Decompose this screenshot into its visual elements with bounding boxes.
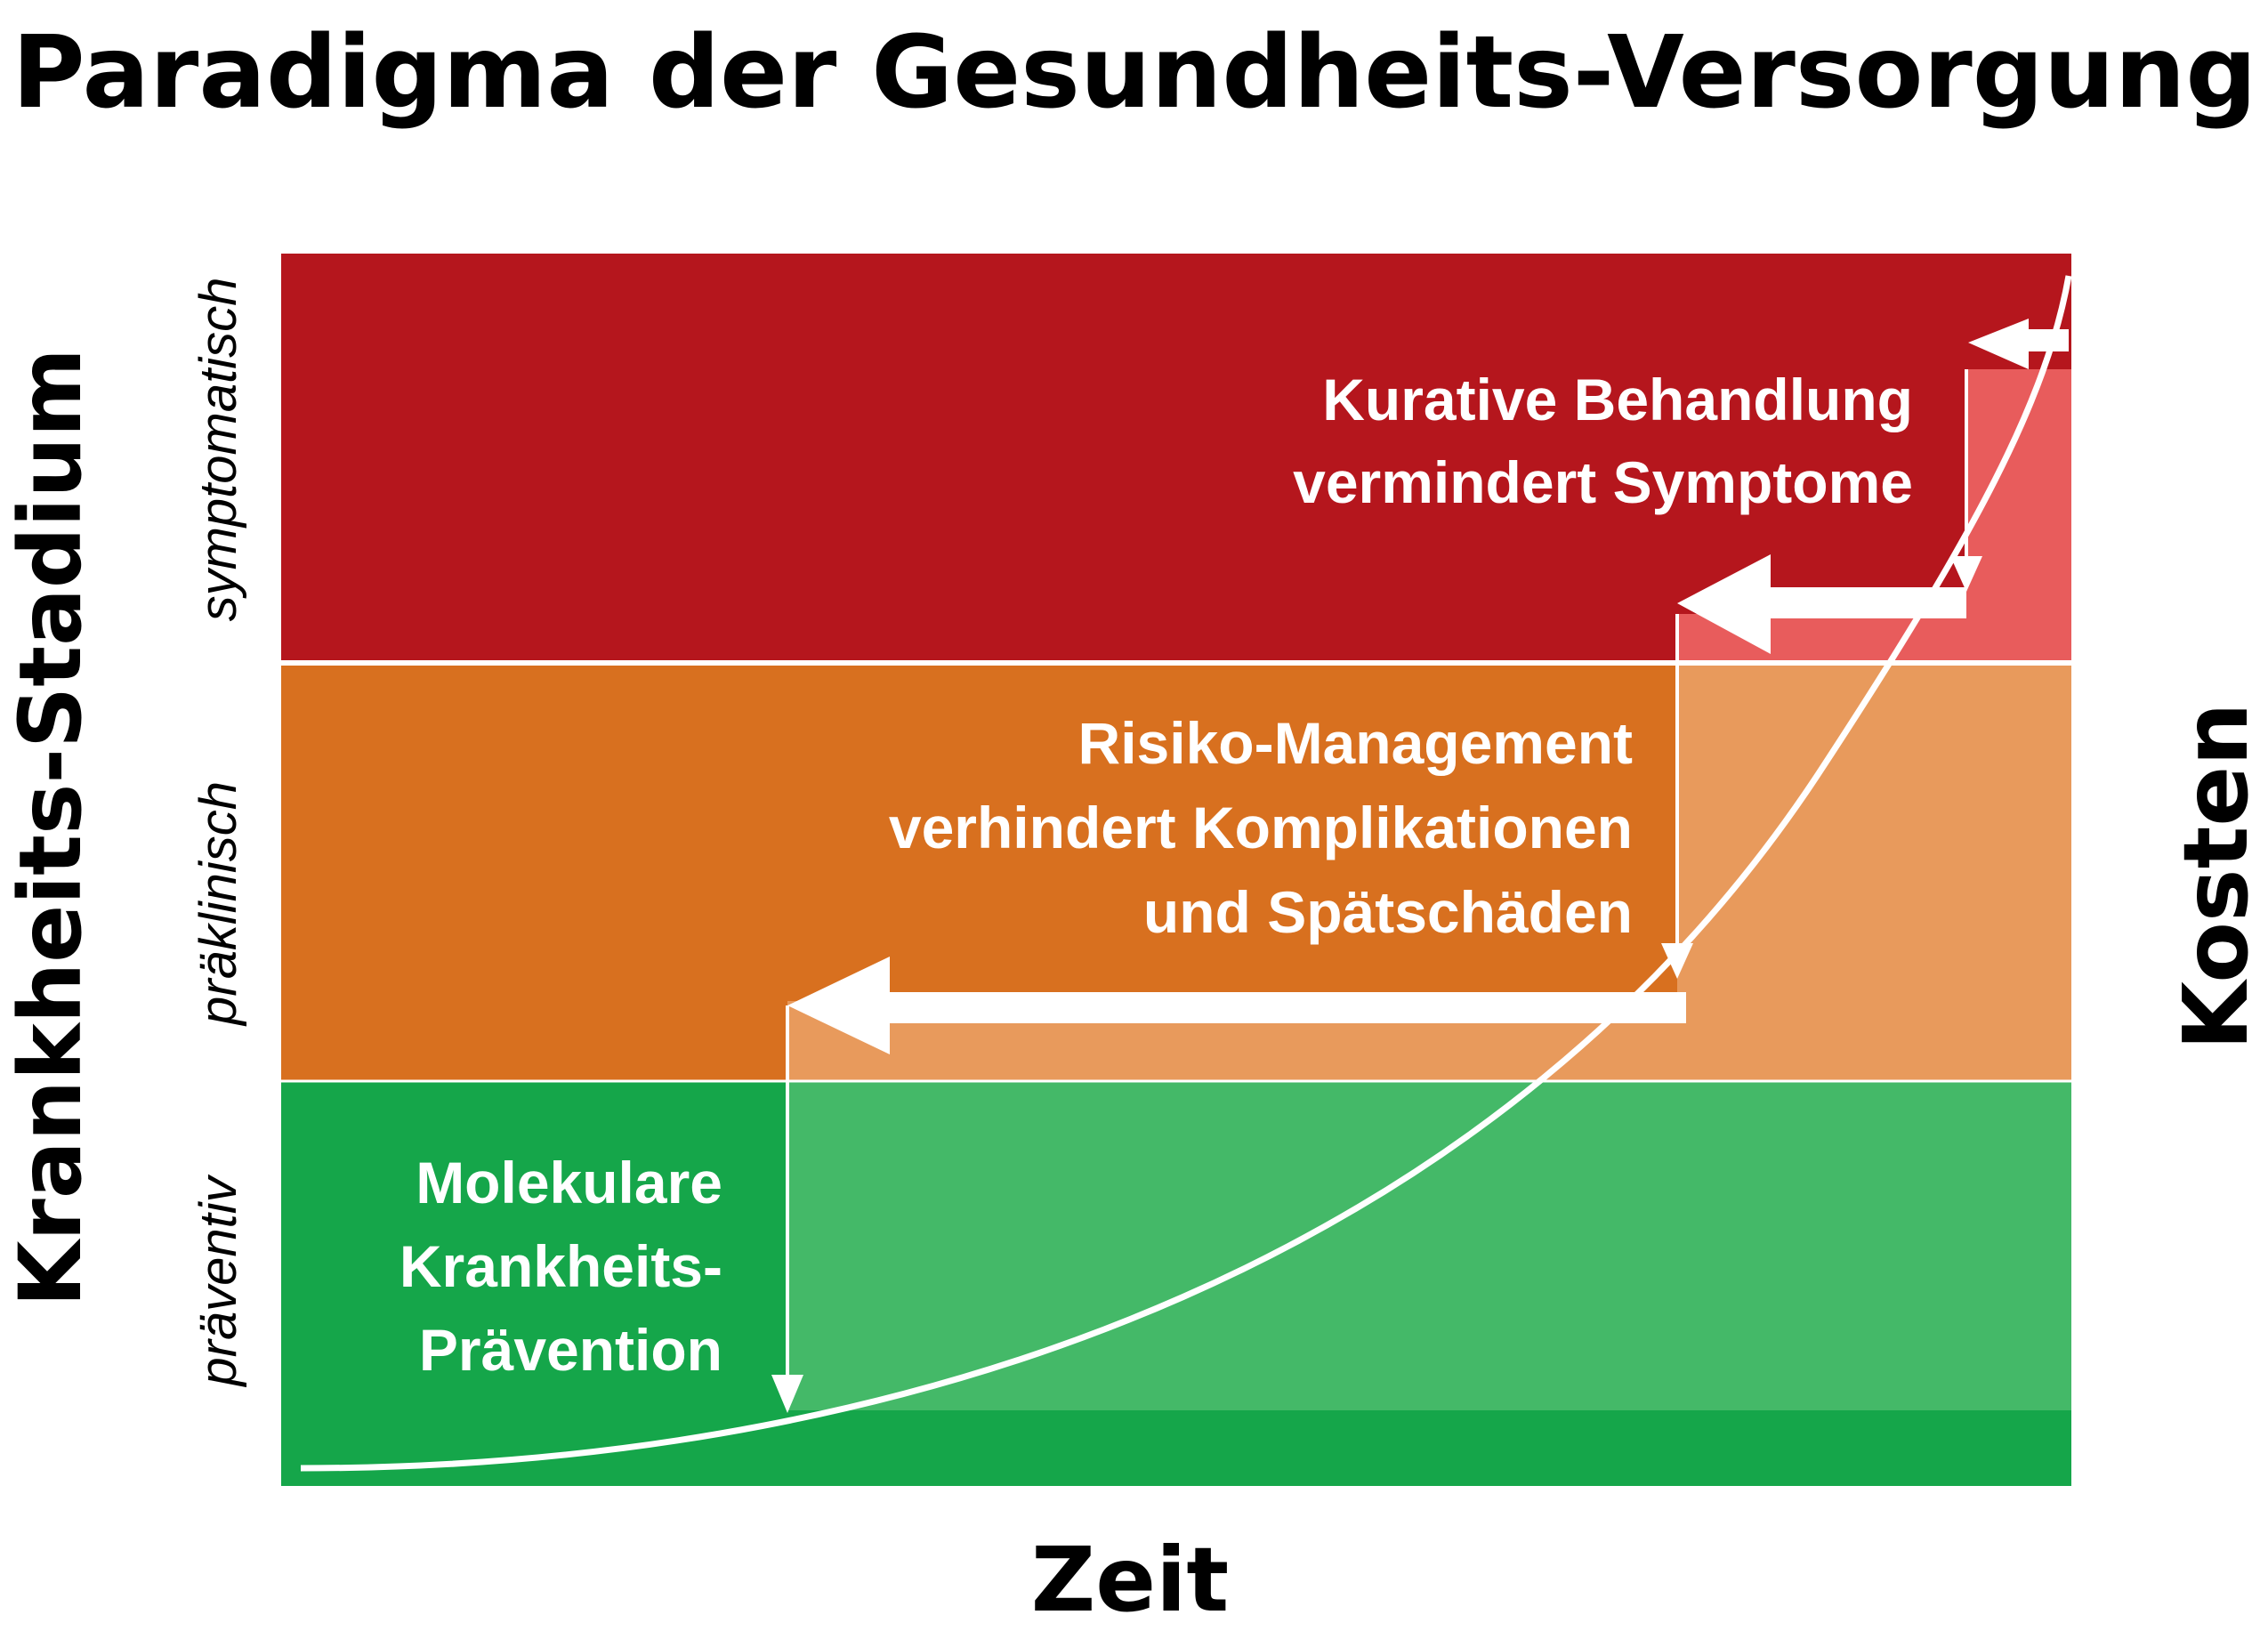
molecular-label: Molekulare Krankheits- Prävention [400,1150,722,1383]
risk-drop-arrowhead [1661,943,1693,979]
curative-label-line2: vermindert Symptome [1293,449,1913,515]
stage-label-symptomatic: symptomatisch [190,278,247,622]
curative-top-arrow [1968,319,2069,369]
molecular-label-line1: Molekulare [416,1150,722,1215]
risk-label-line3: und Spätschäden [1143,879,1633,945]
risk-label: Risiko-Management verhindert Komplikatio… [889,710,1633,945]
curative-arrows [1677,319,2069,654]
x-axis-label: Zeit [1031,1528,1229,1631]
molecular-drop-arrowhead [771,1375,803,1413]
stage-labels: symptomatisch präklinisch präventiv [190,278,247,1388]
stage-label-preventive: präventiv [190,1174,247,1387]
risk-label-line2: verhindert Komplikationen [889,795,1633,860]
cost-curve [300,275,2072,1472]
zone-molecular-light [787,1081,2071,1410]
zone-curative-light [1966,369,2071,663]
molecular-arrows [771,1005,803,1413]
band-separators [281,660,2071,1083]
risk-label-line1: Risiko-Management [1078,710,1633,776]
molecular-label-line2: Krankheits- [400,1233,722,1299]
intervention-zones [787,369,2071,1410]
y-axis-label-left: Krankheits-Stadium [1,348,101,1307]
zone-risk-light [1677,663,2071,1081]
y-axis-label-right: Kosten [2164,703,2268,1051]
risk-big-arrow [787,957,1686,1054]
risk-arrows [787,614,1693,1054]
curative-label: Kurative Behandlung vermindert Symptome [1293,367,1913,515]
curative-drop-arrowhead [1950,556,1982,592]
curative-big-arrow [1677,554,1966,654]
molecular-label-line3: Prävention [419,1317,722,1383]
page-title: Paradigma der Gesundheits-Versorgung [12,15,2256,131]
stage-label-preclinical: präklinisch [190,781,247,1027]
curative-label-line1: Kurative Behandlung [1322,367,1913,432]
